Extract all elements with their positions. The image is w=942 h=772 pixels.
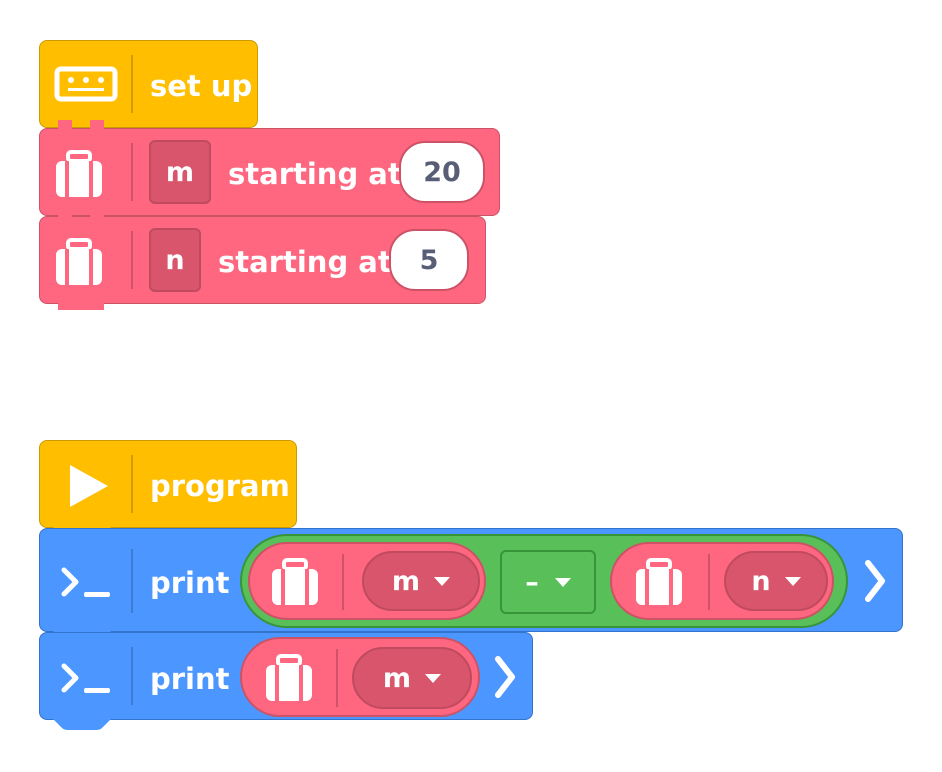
variable-name: m xyxy=(382,662,412,694)
operator-dropdown[interactable]: – xyxy=(500,550,596,614)
suitcase-icon xyxy=(636,558,682,605)
start-value-input[interactable]: 20 xyxy=(399,141,485,203)
chevron-right-icon xyxy=(495,656,515,698)
block-connector-notch xyxy=(52,718,112,730)
block-connector-notch xyxy=(58,296,104,310)
suitcase-icon xyxy=(272,558,318,605)
print-block-1[interactable]: print m – n xyxy=(39,528,903,632)
block-separator xyxy=(342,554,344,610)
variable-name-slot[interactable]: n xyxy=(149,228,201,292)
operator-symbol: – xyxy=(525,566,539,598)
block-separator xyxy=(131,455,133,513)
terminal-icon xyxy=(61,663,110,693)
variable-block-m[interactable]: m starting at 20 xyxy=(39,128,500,216)
starting-at-label: starting at xyxy=(218,245,392,279)
program-hat-label: program xyxy=(150,469,290,503)
block-separator xyxy=(708,554,710,610)
variable-reporter-m[interactable]: m xyxy=(248,542,486,620)
caret-down-icon xyxy=(554,577,571,587)
block-separator xyxy=(131,55,133,113)
variable-block-n[interactable]: n starting at 5 xyxy=(39,216,486,304)
keyboard-icon xyxy=(54,66,118,102)
print-label: print xyxy=(150,566,230,600)
suitcase-icon xyxy=(266,654,312,701)
variable-dropdown-n[interactable]: n xyxy=(724,551,828,611)
variable-dropdown-m[interactable]: m xyxy=(362,551,480,611)
caret-down-icon xyxy=(784,576,801,586)
caret-down-icon xyxy=(425,673,442,683)
variable-name-slot[interactable]: m xyxy=(149,140,211,204)
variable-reporter-m[interactable]: m xyxy=(240,637,480,717)
chevron-right-icon xyxy=(865,560,885,602)
program-hat-block[interactable]: program xyxy=(39,440,297,528)
setup-hat-block[interactable]: set up xyxy=(39,40,258,128)
play-icon xyxy=(70,465,108,507)
block-connector-notch xyxy=(58,120,104,134)
variable-reporter-n[interactable]: n xyxy=(610,542,834,620)
terminal-icon xyxy=(61,567,110,597)
block-separator xyxy=(131,647,133,705)
variable-name: n xyxy=(751,565,771,597)
starting-at-label: starting at xyxy=(228,157,402,191)
subtract-operator-block[interactable]: m – n xyxy=(240,534,848,628)
suitcase-icon xyxy=(56,150,102,197)
setup-hat-label: set up xyxy=(150,69,253,103)
print-label: print xyxy=(150,662,230,696)
block-separator xyxy=(336,649,338,707)
suitcase-icon xyxy=(56,238,102,285)
block-separator xyxy=(131,143,133,201)
print-block-2[interactable]: print m xyxy=(39,632,533,720)
block-connector-notch xyxy=(58,208,104,222)
block-separator xyxy=(131,549,133,613)
block-separator xyxy=(131,231,133,289)
variable-dropdown-m[interactable]: m xyxy=(352,647,472,709)
caret-down-icon xyxy=(434,576,451,586)
variable-name: m xyxy=(391,565,421,597)
start-value-input[interactable]: 5 xyxy=(389,229,469,291)
